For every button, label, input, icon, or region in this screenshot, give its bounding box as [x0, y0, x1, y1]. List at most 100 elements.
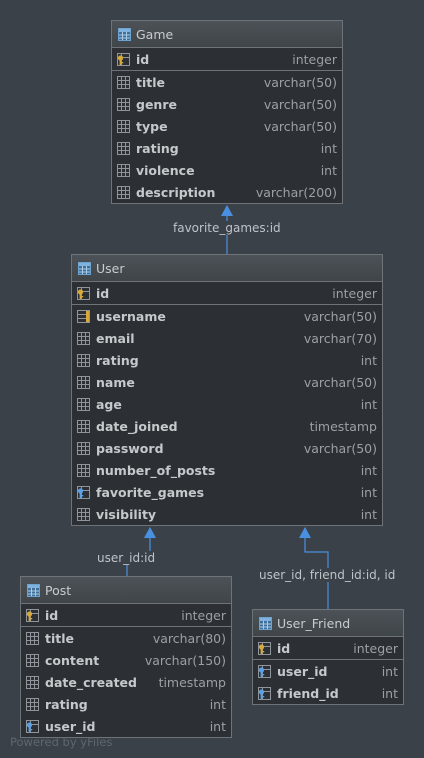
primary-key-row[interactable]: id integer — [72, 282, 382, 305]
column-name: title — [45, 630, 74, 646]
column-row[interactable]: email varchar(70) — [72, 327, 382, 349]
column-name: email — [96, 330, 135, 346]
column-name: password — [96, 440, 164, 456]
column-type: int — [209, 696, 226, 712]
column-type: varchar(50) — [263, 118, 337, 134]
column-name: user_id — [277, 663, 328, 679]
column-type: integer — [353, 640, 398, 656]
entity-title: User_Friend — [277, 615, 351, 631]
edge-friend-user-arrow — [299, 527, 311, 538]
primary-key-icon — [117, 52, 130, 66]
column-name: visibility — [96, 506, 157, 522]
column-name: genre — [136, 96, 177, 112]
entity-header: User_Friend — [253, 610, 403, 637]
unique-index-icon — [77, 309, 90, 323]
entity-user[interactable]: User id integer username varchar(50) email var… — [71, 254, 383, 526]
column-name: username — [96, 308, 166, 324]
column-name: rating — [136, 140, 179, 156]
column-row[interactable]: password varchar(50) — [72, 437, 382, 459]
column-type: varchar(150) — [144, 652, 226, 668]
column-name: title — [136, 74, 165, 90]
table-icon — [118, 27, 131, 41]
edge-post-user-arrow — [144, 527, 156, 538]
column-type: int — [381, 663, 398, 679]
column-type: int — [360, 396, 377, 412]
column-name: date_joined — [96, 418, 178, 434]
watermark: Powered by yFiles — [10, 735, 113, 749]
column-name: id — [277, 640, 291, 656]
primary-key-icon — [26, 608, 39, 622]
edge-label-friend-user: user_id, friend_id:id, id — [258, 568, 397, 582]
column-type: int — [360, 484, 377, 500]
column-name: id — [96, 285, 110, 301]
column-icon — [77, 463, 90, 477]
column-type: varchar(200) — [255, 184, 337, 200]
entity-title: User — [96, 260, 125, 276]
entity-title: Game — [136, 26, 174, 42]
table-icon — [259, 616, 272, 630]
column-name: type — [136, 118, 168, 134]
column-type: varchar(70) — [303, 330, 377, 346]
column-type: int — [320, 140, 337, 156]
column-icon — [117, 185, 130, 199]
entity-title: Post — [45, 582, 72, 598]
column-row[interactable]: rating int — [72, 349, 382, 371]
column-type: integer — [332, 285, 377, 301]
column-type: varchar(50) — [263, 96, 337, 112]
column-type: varchar(50) — [303, 308, 377, 324]
column-icon — [77, 397, 90, 411]
column-type: int — [360, 462, 377, 478]
column-icon — [77, 353, 90, 367]
column-icon — [26, 653, 39, 667]
column-type: varchar(50) — [303, 440, 377, 456]
entity-header: Post — [21, 577, 231, 604]
column-row[interactable]: genre varchar(50) — [112, 93, 342, 115]
column-icon — [117, 141, 130, 155]
column-name: name — [96, 374, 135, 390]
column-icon — [77, 331, 90, 345]
column-row[interactable]: type varchar(50) — [112, 115, 342, 137]
table-icon — [78, 261, 91, 275]
column-row[interactable]: number_of_posts int — [72, 459, 382, 481]
primary-key-icon — [258, 641, 271, 655]
edge-label-post-user: user_id:id — [96, 551, 157, 565]
primary-key-row[interactable]: id integer — [253, 637, 403, 660]
column-name: date_created — [45, 674, 137, 690]
column-type: int — [381, 685, 398, 701]
column-icon — [117, 97, 130, 111]
column-row[interactable]: username varchar(50) — [72, 305, 382, 327]
column-row[interactable]: user_id int — [253, 660, 403, 682]
edge-label-user-game: favorite_games:id — [172, 221, 282, 235]
column-row[interactable]: rating int — [112, 137, 342, 159]
primary-key-icon — [77, 286, 90, 300]
column-type: int — [360, 352, 377, 368]
column-type: integer — [181, 607, 226, 623]
edge-user-game-arrow — [221, 205, 233, 216]
column-icon — [117, 163, 130, 177]
foreign-key-icon — [77, 485, 90, 499]
column-name: number_of_posts — [96, 462, 216, 478]
column-icon — [117, 119, 130, 133]
column-name: rating — [96, 352, 139, 368]
column-icon — [26, 675, 39, 689]
column-icon — [26, 697, 39, 711]
